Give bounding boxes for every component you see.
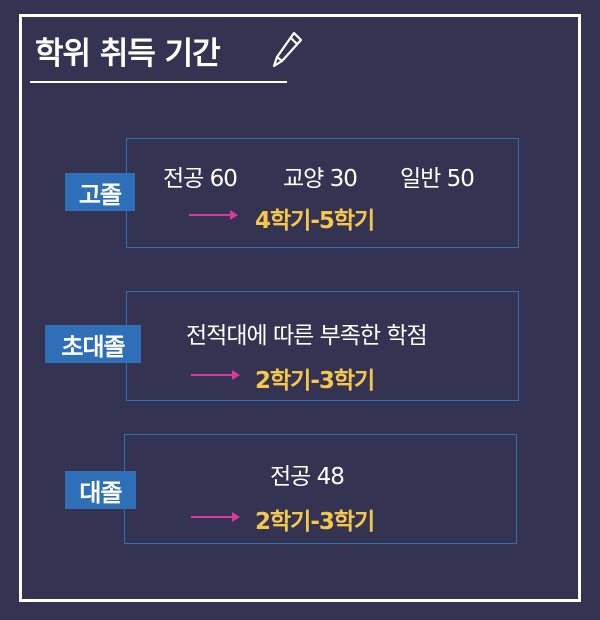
credit-value: 50 xyxy=(446,166,475,192)
period-junior-college: 2학기-3학기 xyxy=(255,368,375,394)
page-title: 학위 취득 기간 xyxy=(35,36,221,72)
right-arrow-icon xyxy=(189,210,238,220)
credit-description: 전적대에 따른 부족한 학점 xyxy=(186,323,428,349)
section-label-high-school: 고졸 xyxy=(65,173,135,211)
credit-name: 전공 xyxy=(163,166,204,192)
period-high-school: 4학기-5학기 xyxy=(255,208,375,234)
title-underline xyxy=(30,81,287,83)
credit-liberal-arts: 교양 30 xyxy=(283,159,358,193)
section-label-university: 대졸 xyxy=(65,471,136,509)
credit-name: 교양 xyxy=(283,166,324,192)
pencil-icon xyxy=(272,31,303,68)
credit-value: 60 xyxy=(209,166,238,192)
credit-major: 전공 48 xyxy=(270,457,345,491)
credit-value: 30 xyxy=(329,166,358,192)
right-arrow-icon xyxy=(191,512,240,522)
credit-name: 일반 xyxy=(400,166,441,192)
section-label-junior-college: 초대졸 xyxy=(45,325,141,363)
credit-major: 전공 60 xyxy=(163,159,238,193)
period-university: 2학기-3학기 xyxy=(255,509,375,535)
outer-frame xyxy=(19,14,581,602)
credit-value: 48 xyxy=(316,464,345,490)
credit-general: 일반 50 xyxy=(400,159,475,193)
right-arrow-icon xyxy=(191,370,240,380)
credit-name: 전공 xyxy=(270,464,311,490)
